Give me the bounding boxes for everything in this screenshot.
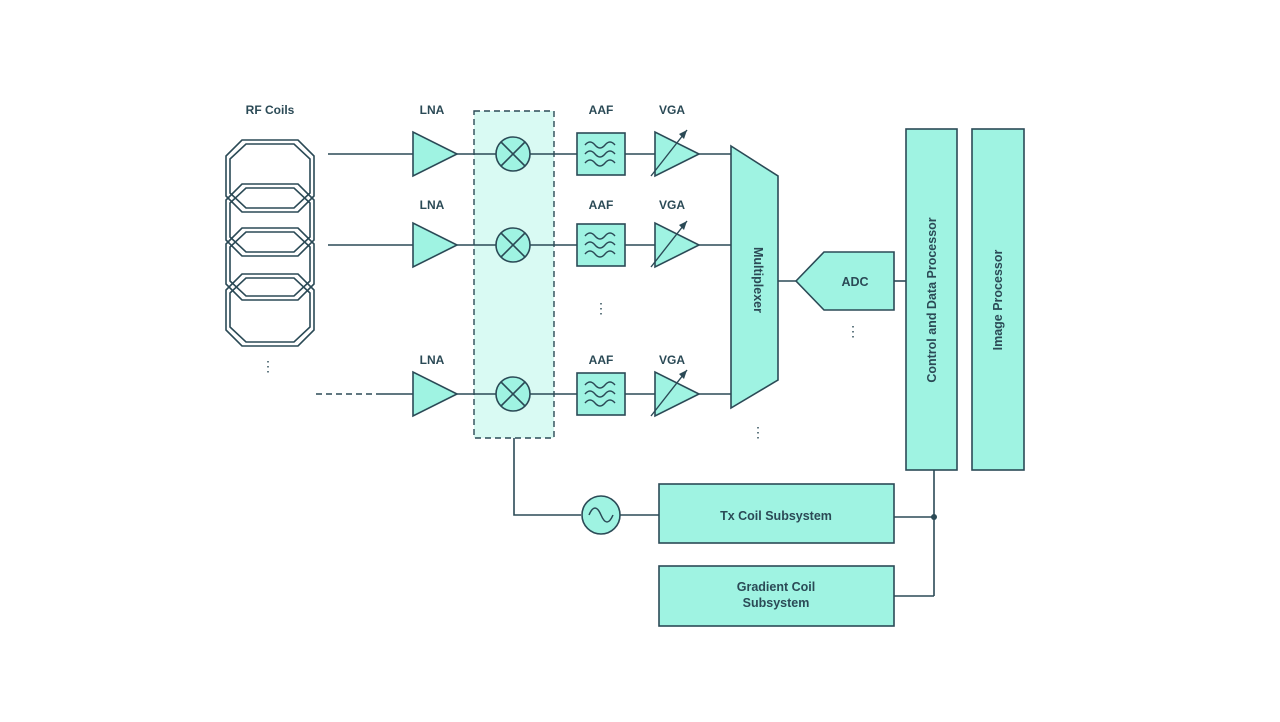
lna-2 [412,222,458,268]
tx-coil-label: Tx Coil Subsystem [720,509,832,523]
rf-coils-label: RF Coils [246,103,295,117]
vga-label-1: VGA [659,103,685,117]
lna-label-2: LNA [420,198,445,212]
lna-3 [412,371,458,417]
channel-ellipsis: ⋮ [594,300,608,316]
vga-1 [650,129,700,177]
channel-2 [328,220,731,268]
gradient-coil-label-1: Gradient Coil [737,580,815,594]
mux-ellipsis: ⋮ [751,424,765,440]
channel-3 [316,369,731,417]
tx-coil-subsystem [658,483,895,544]
image-processor-label: Image Processor [991,249,1005,350]
control-data-processor [905,128,958,471]
control-bus [894,470,937,597]
lna-1 [412,131,458,177]
oscillator-icon [581,495,621,535]
rf-coil-array [225,139,315,347]
aaf-3 [576,372,626,416]
multiplexer [730,144,779,410]
gradient-coil-subsystem [658,565,895,627]
mixer-1 [495,136,531,172]
vga-2 [650,220,700,268]
aaf-label-2: AAF [589,198,614,212]
vga-3 [650,369,700,417]
mixer-3 [495,376,531,412]
lna-label-1: LNA [420,103,445,117]
control-processor-label: Control and Data Processor [925,217,939,382]
image-processor [971,128,1025,471]
aaf-2 [576,223,626,267]
lna-label-3: LNA [420,353,445,367]
adc-ellipsis: ⋮ [846,323,860,339]
adc-label: ADC [841,275,868,289]
aaf-1 [576,132,626,176]
lo-path [513,438,581,516]
mixer-2 [495,227,531,263]
vga-label-3: VGA [659,353,685,367]
gradient-coil-label-2: Subsystem [743,596,810,610]
channel-1 [328,129,731,177]
coil-ellipsis: ⋮ [261,358,275,374]
multiplexer-label: Multiplexer [751,247,765,313]
vga-label-2: VGA [659,198,685,212]
aaf-label-3: AAF [589,353,614,367]
aaf-label-1: AAF [589,103,614,117]
